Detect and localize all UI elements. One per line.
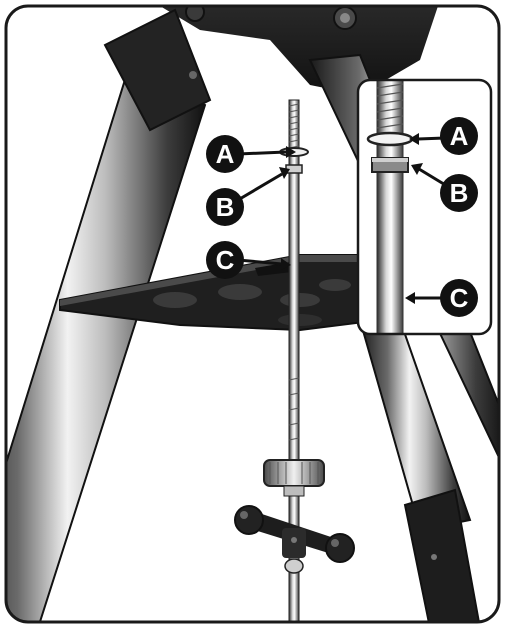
locking-handle bbox=[234, 505, 355, 574]
inset-detail: A B C bbox=[356, 78, 493, 336]
tripod-leg-left bbox=[6, 8, 212, 622]
inset-rod-threads bbox=[376, 83, 404, 129]
tension-knob bbox=[263, 459, 325, 497]
callout-main-c: C bbox=[206, 241, 291, 279]
callout-main-b-label: B bbox=[216, 192, 235, 222]
callout-inset-a: A bbox=[409, 117, 478, 155]
picture-frame bbox=[4, 4, 501, 624]
inset-washer-part-a bbox=[366, 131, 414, 147]
callout-main-b: B bbox=[206, 167, 290, 226]
callout-inset-a-label: A bbox=[450, 121, 469, 151]
callout-main-a-label: A bbox=[216, 139, 235, 169]
callout-inset-b: B bbox=[411, 163, 478, 212]
callout-main-a: A bbox=[206, 135, 296, 173]
callout-inset-c-label: C bbox=[450, 283, 469, 313]
threaded-rod bbox=[234, 99, 355, 622]
callout-main-c-label: C bbox=[216, 245, 235, 275]
callout-inset-b-label: B bbox=[450, 178, 469, 208]
callout-inset-c: C bbox=[405, 279, 478, 317]
accessory-tray bbox=[59, 254, 381, 332]
